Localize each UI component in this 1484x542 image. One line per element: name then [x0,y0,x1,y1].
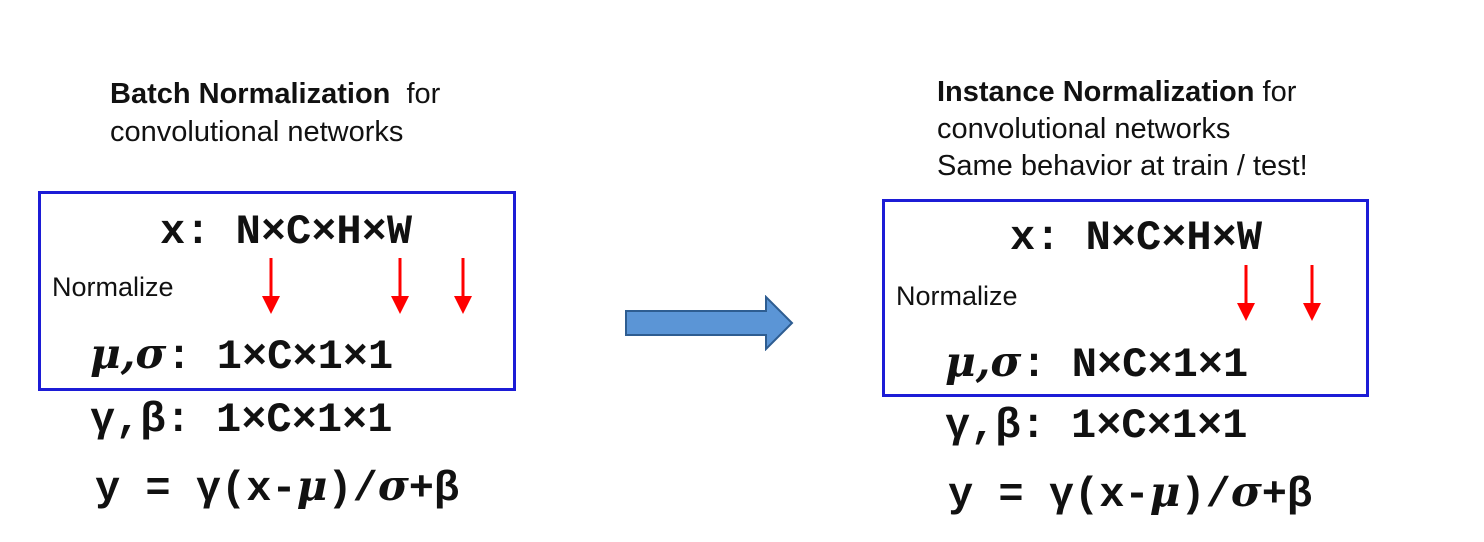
batch-norm-normalize-label: Normalize [52,272,174,302]
down-arrow-icon [262,258,280,314]
down-arrow-icon [391,258,409,314]
down-arrow-icon [1237,265,1255,321]
batch-norm-formula: y = γ(x-μ)/σ+β [95,461,460,514]
instance-norm-stats-box [882,199,1369,397]
instance-norm-mu-sigma: μ,σ: N×C×1×1 [945,337,1249,390]
formula-mid: )/ [327,465,378,513]
down-arrow-icon [454,258,472,314]
mu-sigma-symbols: μ,σ [90,329,167,378]
batch-norm-gamma-beta: γ,β: 1×C×1×1 [90,396,393,444]
formula-sigma: σ [377,461,409,510]
batch-norm-mu-sigma: μ,σ: 1×C×1×1 [90,329,394,382]
batch-norm-title-rest: for [390,78,441,110]
formula-mu: μ [1149,467,1181,516]
batch-norm-panel: Batch Normalization for convolutional ne… [0,0,620,542]
right-arrow-icon [625,295,794,351]
formula-prefix: y = γ(x- [95,465,297,513]
formula-sigma: σ [1230,467,1262,516]
batch-norm-x-shape: x: N×C×H×W [160,208,413,256]
mu-sigma-shape: : 1×C×1×1 [166,333,394,381]
instance-norm-normalize-label: Normalize [896,281,1018,311]
batch-norm-stats-box [38,191,516,391]
formula-suffix: +β [408,465,460,513]
mu-sigma-symbols: μ,σ [945,337,1022,386]
instance-norm-x-shape: x: N×C×H×W [1010,214,1263,262]
down-arrow-icon [1303,265,1321,321]
batch-norm-subtitle-1: convolutional networks [110,116,404,148]
mu-sigma-shape: : N×C×1×1 [1021,341,1249,389]
formula-prefix: y = γ(x- [948,471,1150,519]
batch-norm-title: Batch Normalization for [110,76,440,113]
instance-norm-title-bold: Instance Normalization [937,76,1255,108]
formula-mu: μ [296,461,328,510]
instance-norm-title: Instance Normalization for [937,74,1296,111]
instance-norm-title-rest: for [1254,76,1297,108]
instance-norm-subtitle-1: convolutional networks [937,113,1231,145]
instance-norm-gamma-beta: γ,β: 1×C×1×1 [945,402,1248,450]
formula-suffix: +β [1261,471,1313,519]
instance-norm-subtitle-2: Same behavior at train / test! [937,150,1308,182]
formula-mid: )/ [1180,471,1231,519]
batch-norm-title-bold: Batch Normalization [110,78,391,110]
instance-norm-formula: y = γ(x-μ)/σ+β [948,467,1313,520]
instance-norm-panel: Instance Normalization for convolutional… [830,0,1450,542]
